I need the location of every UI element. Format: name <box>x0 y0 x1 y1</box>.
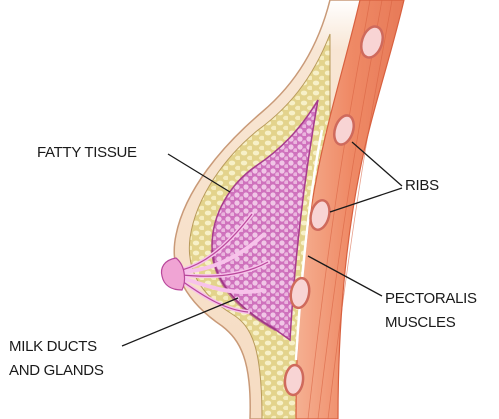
pectoralis-label-line2: MUSCLES <box>385 313 455 332</box>
milk-ducts-label-line1: MILK DUCTS <box>9 337 97 356</box>
pectoralis-label-line1: PECTORALIS <box>385 289 477 308</box>
nipple <box>162 258 185 290</box>
milk-ducts-label-line2: AND GLANDS <box>9 361 104 380</box>
fatty-tissue-label: FATTY TISSUE <box>37 143 137 162</box>
ribs-label: RIBS <box>405 176 439 195</box>
